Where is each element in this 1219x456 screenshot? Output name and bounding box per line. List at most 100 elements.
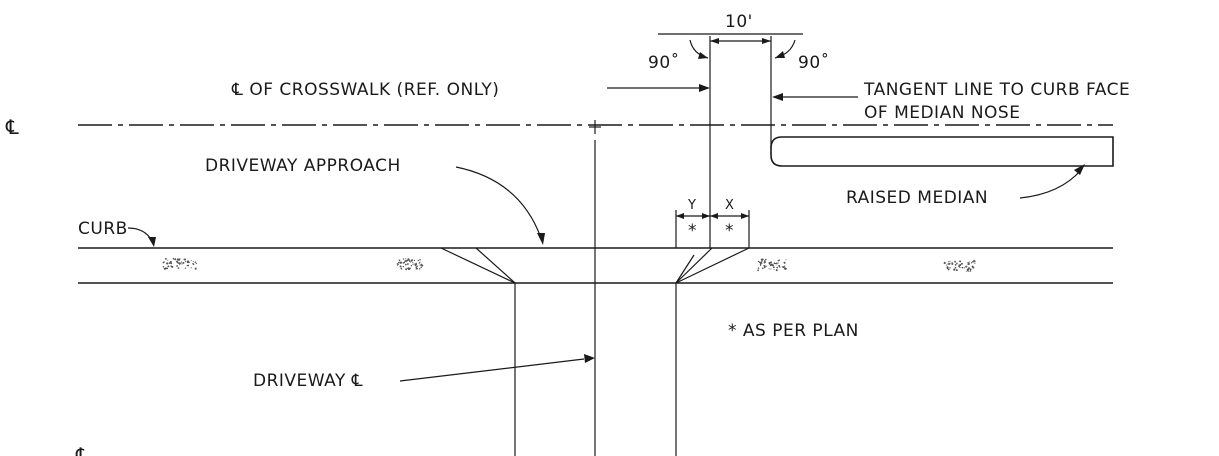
raised-median xyxy=(770,136,1114,167)
stipple-dot xyxy=(968,270,970,272)
tangent-line-label-2: OF MEDIAN NOSE xyxy=(864,103,1020,123)
bottom-centerline-symbol: ℄ xyxy=(75,443,89,456)
stipple-dot xyxy=(410,264,413,267)
stipple-dot xyxy=(165,268,167,270)
stipple-dot xyxy=(961,266,964,269)
stipple-dot xyxy=(178,262,181,265)
driveway-centerline-label: DRIVEWAY ℄ xyxy=(253,371,363,391)
stipple-dot xyxy=(775,269,778,272)
stipple-dot xyxy=(184,267,187,269)
stipple-dot xyxy=(186,261,190,264)
stipple-dot xyxy=(778,264,781,267)
stipple-dot xyxy=(784,268,786,270)
stipple-dot xyxy=(946,264,948,266)
stipple-dot xyxy=(760,258,763,261)
stipple-dot xyxy=(408,259,410,261)
angle-arrow-right xyxy=(775,51,785,58)
stipple-dot xyxy=(972,266,975,269)
stipple-dot xyxy=(179,264,181,266)
stipple-dot xyxy=(954,266,957,269)
stipple-dot xyxy=(402,265,404,268)
stipple-dot xyxy=(775,262,778,265)
stipple-dot xyxy=(954,264,957,266)
stipple-dot xyxy=(178,258,181,260)
stipple-dot xyxy=(405,268,408,271)
angle-arc-right xyxy=(774,39,796,59)
stipple-dot xyxy=(162,261,165,264)
stipple-dot xyxy=(419,261,421,263)
dim-arrow-left xyxy=(710,38,719,44)
driveway-approach-leader xyxy=(455,166,542,239)
stipple-dot xyxy=(171,265,174,268)
stipple-dot xyxy=(947,261,950,263)
angle-arrow-left xyxy=(698,52,708,59)
stipple-dot xyxy=(186,264,188,267)
stipple-dot xyxy=(421,263,423,265)
stipple-dot xyxy=(169,260,172,263)
dim-x-arrow-left xyxy=(710,213,718,219)
stipple-dot xyxy=(963,267,965,269)
stipple-dot xyxy=(190,267,192,269)
stipple-dot xyxy=(416,265,418,267)
stipple-dot xyxy=(418,268,421,270)
stipple-dot xyxy=(410,261,412,263)
tangent-line-label-1: TANGENT LINE TO CURB FACE xyxy=(863,80,1130,100)
stipple-dot xyxy=(174,258,177,261)
stipple-dot xyxy=(402,258,405,260)
stipple-dot xyxy=(194,267,197,270)
curb-leader xyxy=(127,227,153,242)
stipple-dot xyxy=(192,260,194,262)
stipple-dot xyxy=(399,260,401,262)
stipple-dot xyxy=(192,263,195,266)
stipple-dot xyxy=(177,261,179,264)
roadway-centerline-symbol: ℄ xyxy=(5,115,19,139)
stipple-dot xyxy=(955,269,958,272)
sidewalk-texture xyxy=(162,257,976,272)
stipple-dot xyxy=(947,268,950,271)
dim-y-arrow-right xyxy=(702,213,710,219)
stipple-dot xyxy=(970,262,973,264)
stipple-dot xyxy=(761,267,764,270)
stipple-dot xyxy=(399,261,403,264)
stipple-dot xyxy=(418,262,420,264)
stipple-dot xyxy=(959,264,962,266)
stipple-dot xyxy=(760,264,762,266)
stipple-dot xyxy=(777,267,779,269)
stipple-dot xyxy=(965,270,967,272)
stipple-dot xyxy=(761,260,763,262)
stipple-dot xyxy=(165,258,167,260)
stipple-dot xyxy=(763,266,766,269)
stipple-dot xyxy=(770,268,772,270)
stipple-dot xyxy=(943,261,946,265)
stipple-dot xyxy=(419,264,422,266)
stipple-dot xyxy=(972,261,974,263)
stipple-dot xyxy=(185,261,187,263)
stipple-dot xyxy=(757,260,760,263)
left-flare-inner xyxy=(475,247,516,284)
stipple-dot xyxy=(766,265,768,267)
stipple-dot xyxy=(954,260,957,263)
right-flare-outer xyxy=(675,247,750,284)
stipple-dot xyxy=(406,263,409,265)
right-flare-inner xyxy=(675,247,713,284)
left-flare-outer xyxy=(440,247,516,284)
stipple-dot xyxy=(194,261,197,263)
stipple-dot xyxy=(782,266,785,269)
stipple-dot xyxy=(402,262,404,264)
stipple-dot xyxy=(974,262,976,264)
stipple-dot xyxy=(776,266,778,268)
stipple-dot xyxy=(419,258,421,261)
driveway-cl-arrow xyxy=(584,354,595,363)
stipple-dot xyxy=(768,268,770,270)
raised-median-leader xyxy=(1019,169,1082,199)
stipple-dot xyxy=(947,263,950,265)
stipple-dot xyxy=(783,261,786,264)
stipple-dot xyxy=(785,259,787,261)
stipple-dot xyxy=(765,258,767,261)
stipple-dot xyxy=(162,266,165,268)
stipple-dot xyxy=(763,264,766,267)
stipple-dot xyxy=(415,266,418,268)
stipple-dot xyxy=(965,266,967,268)
dim-y-arrow-left xyxy=(676,213,684,219)
